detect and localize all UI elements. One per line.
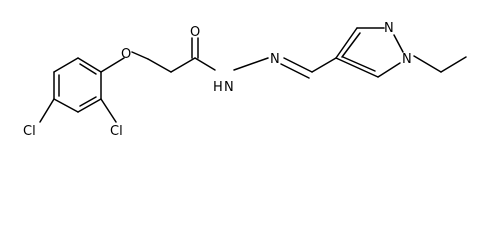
bond-ch2-carbonyl [170, 57, 196, 73]
bond-ring-c [77, 98, 102, 113]
bond-pz-c5-c4-inner [342, 56, 376, 72]
atom-label-o-ether: O [121, 47, 131, 62]
bond-ring-e [77, 57, 102, 73]
atom-label-nh-n: N [224, 80, 234, 95]
bond-pz-n1-c5 [377, 62, 401, 78]
atom-labels: Cl Cl O O H N N N N [23, 21, 412, 139]
bond-ethyl-1 [413, 55, 442, 73]
atom-label-nh-h: H [213, 80, 223, 95]
bond-ring-e-inner [79, 63, 97, 75]
atom-label-n-pyrazole-ethyl: N [402, 52, 412, 67]
bond-carbonyl-nh [194, 57, 216, 71]
bond-nh-n [233, 57, 269, 71]
bond-n-ch-2 [280, 63, 310, 79]
atom-label-o-carbonyl: O [190, 25, 200, 40]
bond-pz-c4-c3-inner [341, 32, 361, 58]
bond-ethyl-2 [440, 56, 467, 73]
atom-label-cl-right: Cl [110, 124, 123, 139]
bond-ring-c-inner [79, 96, 97, 107]
bond-pz-n2-n1 [393, 34, 404, 53]
bond-oether-ch2b [147, 58, 172, 73]
atom-label-cl-left: Cl [23, 124, 36, 139]
bond-ring-oether [100, 57, 125, 73]
bond-n-ch-1 [283, 57, 313, 73]
bond-lines [39, 27, 467, 123]
bond-cl-right [100, 98, 117, 123]
atom-label-n-pyrazole-top: N [384, 21, 394, 36]
bond-pz-c4-c3 [335, 27, 358, 59]
bond-ring-f [53, 57, 79, 73]
bond-pz-c5-c4 [335, 57, 379, 78]
molecule-structure-diagram: Cl Cl O O H N N N N [23, 21, 467, 139]
bond-oether-ch2 [131, 51, 149, 60]
atom-label-n-hydrazone: N [270, 52, 280, 67]
bond-ch-pyrazole [311, 57, 337, 73]
bond-cl-left [39, 98, 55, 123]
bond-ring-b [53, 98, 79, 113]
